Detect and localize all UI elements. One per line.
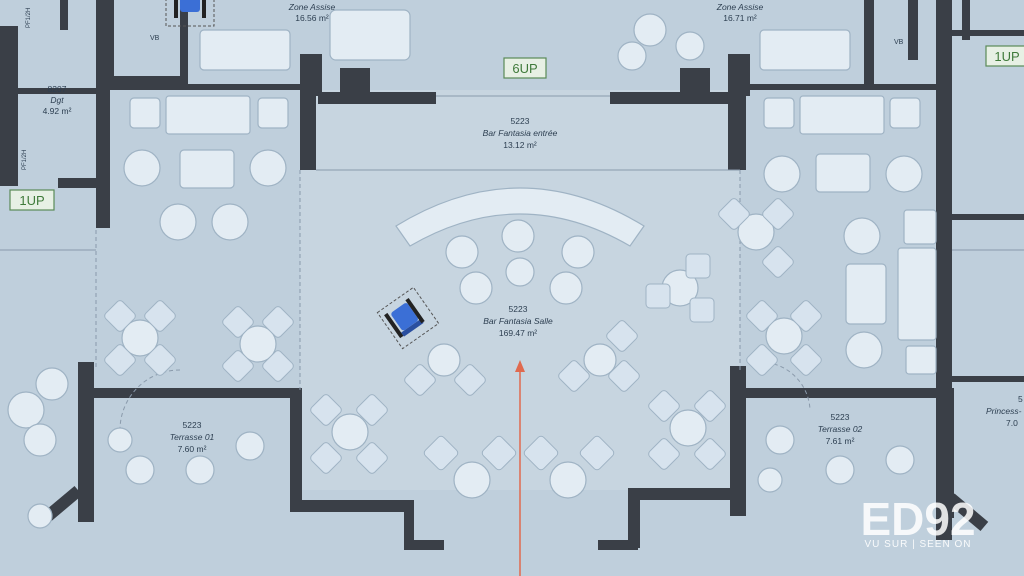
watermark-tagline: VU SUR | SEEN ON [865, 539, 972, 550]
watermark-logo: ED92 VU SUR | SEEN ON [860, 493, 975, 550]
door-code: PF1/2H [26, 8, 32, 28]
wheelchair-icon [376, 286, 440, 350]
walls [0, 0, 1024, 550]
room-area-zone-assise-left: 16.56 m² [295, 13, 329, 23]
vb-mark: VB [894, 39, 904, 46]
wheelchair-icon [165, 0, 215, 27]
room-number-dgt: 8207 [48, 84, 67, 94]
furniture [7, 9, 937, 529]
room-name-zone-assise-left: Zone Assise [288, 2, 336, 12]
room-number-bar-entree: 5223 [511, 116, 530, 126]
room-number-terrasse-01: 5223 [183, 420, 202, 430]
tag-6up-box [503, 57, 547, 79]
room-number-princess: 5 [1018, 394, 1023, 404]
room-area-bar-entree: 13.12 m² [503, 140, 537, 150]
room-number-terrasse-02: 5223 [831, 412, 850, 422]
watermark-logo-text: ED92 [860, 493, 975, 545]
room-area-bar-salle: 169.47 m² [499, 328, 537, 338]
tag-1up-left-box [9, 189, 55, 211]
tag-1up-right: 1UP [994, 49, 1019, 64]
tag-1up-right-box [985, 45, 1024, 67]
tag-1up-left: 1UP [19, 193, 44, 208]
room-area-dgt: 4.92 m² [43, 106, 72, 116]
room-name-bar-salle: Bar Fantasia Salle [483, 316, 553, 326]
room-area-terrasse-01: 7.60 m² [178, 444, 207, 454]
room-name-zone-assise-right: Zone Assise [716, 2, 764, 12]
entrance-arrow-icon [515, 360, 525, 576]
vb-mark: VB [150, 35, 160, 42]
door-code: PF1/2H [22, 150, 28, 170]
room-name-terrasse-02: Terrasse 02 [818, 424, 863, 434]
room-name-princess: Princess- [986, 406, 1022, 416]
room-number-bar-salle: 5223 [509, 304, 528, 314]
room-area-zone-assise-right: 16.71 m² [723, 13, 757, 23]
room-labels: Zone Assise 16.56 m² Zone Assise 16.71 m… [22, 2, 1023, 454]
room-name-bar-entree: Bar Fantasia entrée [483, 128, 558, 138]
construction-lines [0, 95, 1024, 431]
room-area-terrasse-02: 7.61 m² [826, 436, 855, 446]
level-tags: 6UP 1UP 1UP [9, 45, 1024, 211]
room-area-princess: 7.0 [1006, 418, 1018, 428]
room-name-terrasse-01: Terrasse 01 [170, 432, 215, 442]
tag-6up: 6UP [512, 61, 537, 76]
room-name-dgt: Dgt [50, 95, 64, 105]
